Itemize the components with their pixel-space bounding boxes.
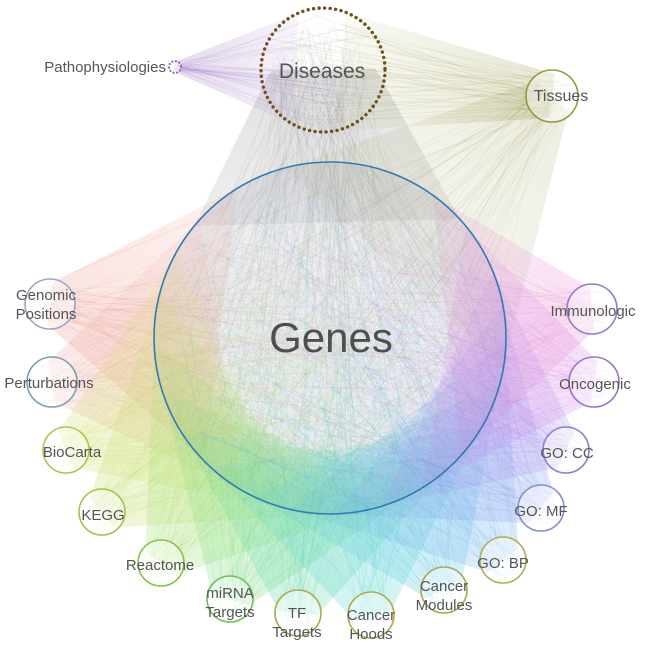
node-go_mf[interactable]: [517, 484, 565, 532]
node-cancer_modules[interactable]: [420, 566, 468, 614]
node-biocarta[interactable]: [42, 426, 90, 474]
label-pathophysiologies[interactable]: Pathophysiologies: [44, 59, 166, 76]
node-diseases[interactable]: [259, 6, 387, 134]
label-biocarta[interactable]: BioCarta: [43, 444, 102, 461]
node-immunologic[interactable]: [566, 283, 618, 335]
label-reactome[interactable]: Reactome: [126, 557, 194, 574]
node-cancer_hoods[interactable]: [347, 591, 395, 639]
node-oncogenic[interactable]: [568, 356, 620, 408]
node-go_bp[interactable]: [479, 536, 527, 584]
node-tissues[interactable]: [525, 69, 579, 123]
node-genes[interactable]: [153, 161, 507, 515]
edges-pathophysiologies-diseases: [170, 16, 378, 131]
node-tf_targets[interactable]: [274, 589, 322, 637]
node-reactome[interactable]: [137, 539, 185, 587]
label-perturbations[interactable]: Perturbations: [4, 375, 93, 392]
node-perturbations[interactable]: [26, 356, 78, 408]
node-go_cc[interactable]: [542, 426, 590, 474]
edges-tissues-genes: [179, 77, 573, 480]
label-diseases[interactable]: Diseases: [279, 60, 365, 83]
node-pathophysiologies[interactable]: [167, 59, 183, 75]
node-kegg[interactable]: [78, 488, 126, 536]
label-kegg[interactable]: KEGG: [81, 507, 124, 524]
label-immunologic[interactable]: Immunologic: [550, 303, 636, 320]
label-oncogenic[interactable]: Oncogenic: [559, 376, 631, 393]
node-mirna_targets[interactable]: [206, 575, 254, 623]
label-go_mf[interactable]: GO: MF: [514, 503, 567, 520]
edge-bundle-immunologic-genes: [432, 194, 595, 456]
label-tissues[interactable]: Tissues: [534, 88, 589, 105]
label-go_bp[interactable]: GO: BP: [477, 555, 529, 572]
label-go_cc[interactable]: GO: CC: [540, 445, 594, 462]
label-genes[interactable]: Genes: [269, 314, 393, 361]
node-genomic_positions[interactable]: [24, 278, 76, 330]
